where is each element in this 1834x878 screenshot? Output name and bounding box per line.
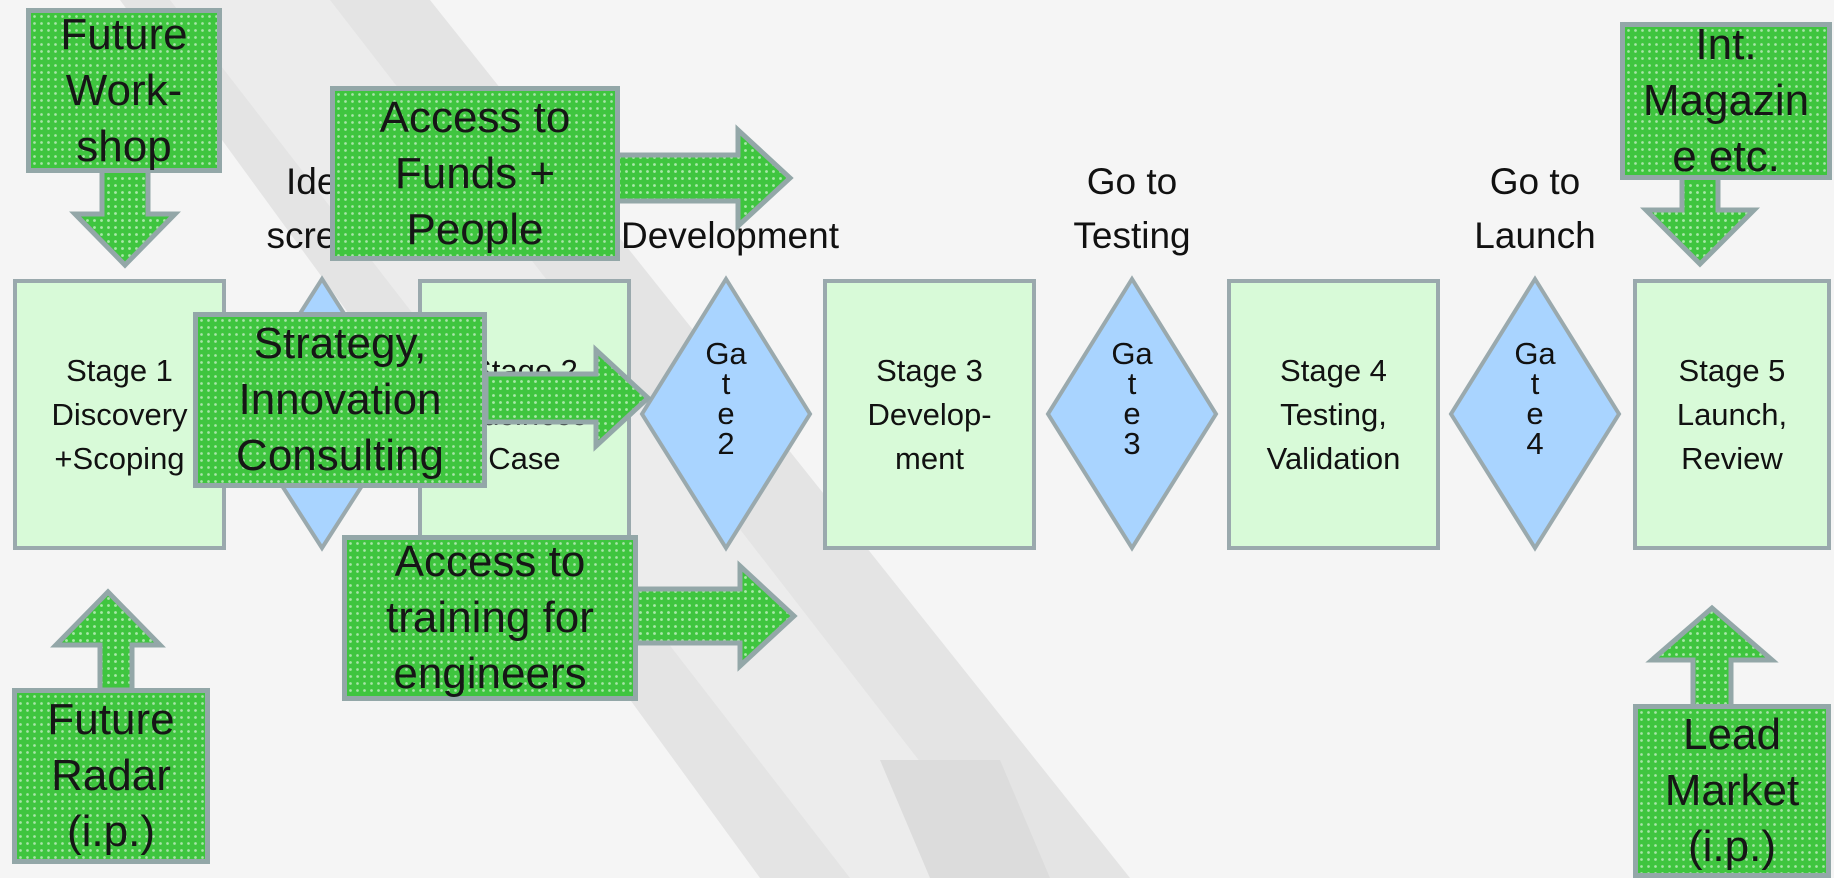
funds-arrow bbox=[609, 124, 794, 232]
stage-4-box: Stage 4 Testing, Validation bbox=[1227, 279, 1440, 550]
stage-1-line-2: Discovery bbox=[51, 396, 188, 432]
training-line-1: Access to bbox=[394, 537, 586, 586]
strategy-arrow bbox=[483, 344, 652, 452]
magazine-box: Int. Magazin e etc. bbox=[1620, 20, 1832, 181]
gate-2-label-line-2: Development bbox=[620, 215, 839, 256]
stage-1-line-3: +Scoping bbox=[54, 440, 185, 476]
training-arrow bbox=[633, 560, 798, 672]
lead-market-line-2: Market bbox=[1664, 766, 1800, 815]
strategy-line-2: Innovation bbox=[238, 375, 442, 424]
future-radar-line-3: (i.p.) bbox=[66, 807, 155, 856]
training-box: Access to training for engineers bbox=[342, 535, 638, 701]
gate-2-line-4: 2 bbox=[717, 426, 735, 461]
gate-4-line-4: 4 bbox=[1526, 426, 1544, 461]
gate-3-line-2: t bbox=[1127, 366, 1137, 401]
future-workshop-line-1: Future bbox=[60, 9, 188, 59]
gate-4-line-2: t bbox=[1530, 366, 1540, 401]
gate-3-diamond bbox=[1045, 275, 1219, 552]
future-radar-line-1: Future bbox=[47, 695, 175, 744]
training-line-2: training for bbox=[386, 593, 594, 642]
stage-5-box: Stage 5 Launch, Review bbox=[1633, 279, 1831, 550]
strategy-line-3: Consulting bbox=[236, 431, 444, 480]
stage-4-line-2: Testing, bbox=[1280, 396, 1387, 432]
future-radar-line-2: Radar bbox=[51, 751, 171, 800]
gate-3-line-4: 3 bbox=[1123, 426, 1141, 461]
gate-2-diamond bbox=[639, 275, 813, 552]
funds-people-line-1: Access to bbox=[379, 92, 571, 142]
stage-1-box: Stage 1 Discovery +Scoping bbox=[13, 279, 226, 550]
magazine-line-1: Int. bbox=[1695, 20, 1757, 69]
strategy-line-1: Strategy, bbox=[253, 319, 427, 368]
gate-3-line-1: Ga bbox=[1111, 336, 1153, 371]
stage-5-line-1: Stage 5 bbox=[1678, 352, 1786, 388]
stage-3-line-3: ment bbox=[895, 440, 964, 476]
stage-5-line-2: Launch, bbox=[1676, 396, 1788, 432]
stage-3-line-2: Develop- bbox=[867, 396, 992, 432]
gate-4-diamond bbox=[1448, 275, 1622, 552]
stage-5-line-3: Review bbox=[1681, 440, 1783, 476]
future-workshop-line-2: Work- bbox=[65, 65, 183, 115]
funds-people-box: Access to Funds + People bbox=[330, 86, 620, 261]
future-radar-arrow bbox=[50, 588, 166, 693]
lead-market-arrow bbox=[1645, 604, 1779, 713]
lead-market-line-3: (i.p.) bbox=[1687, 822, 1776, 871]
stage-2-line-3: Case bbox=[488, 440, 561, 476]
lead-market-line-1: Lead bbox=[1683, 710, 1781, 759]
gate-4-line-3: e bbox=[1526, 396, 1544, 431]
stage-1-line-1: Stage 1 bbox=[66, 352, 173, 388]
gate-2-line-3: e bbox=[717, 396, 735, 431]
stage-3-line-1: Stage 3 bbox=[876, 352, 983, 388]
gate-3-label-line-1: Go to bbox=[1086, 161, 1178, 202]
gate-2-line-2: t bbox=[721, 366, 731, 401]
gate-4-label: Go to Launch bbox=[1435, 155, 1635, 263]
stage-3-box: Stage 3 Develop-ment bbox=[823, 279, 1036, 550]
training-line-3: engineers bbox=[393, 649, 587, 698]
gate-3-line-3: e bbox=[1123, 396, 1141, 431]
gate-2-line-1: Ga bbox=[705, 336, 747, 371]
funds-people-line-3: People bbox=[406, 204, 544, 254]
funds-people-line-2: Funds + bbox=[394, 148, 556, 198]
gate-4-label-line-2: Launch bbox=[1474, 215, 1596, 256]
future-workshop-arrow bbox=[69, 162, 181, 269]
magazine-line-3: e etc. bbox=[1672, 132, 1780, 181]
magazine-line-2: Magazin bbox=[1642, 76, 1810, 125]
stage-4-line-3: Validation bbox=[1266, 440, 1401, 476]
gate-3-label-line-2: Testing bbox=[1073, 215, 1191, 256]
stage-4-line-1: Stage 4 bbox=[1280, 352, 1387, 388]
gate-3-label: Go to Testing bbox=[1032, 155, 1232, 263]
future-workshop-line-3: shop bbox=[76, 121, 172, 171]
gate-4-label-line-1: Go to bbox=[1489, 161, 1581, 202]
gate-4-line-1: Ga bbox=[1514, 336, 1556, 371]
